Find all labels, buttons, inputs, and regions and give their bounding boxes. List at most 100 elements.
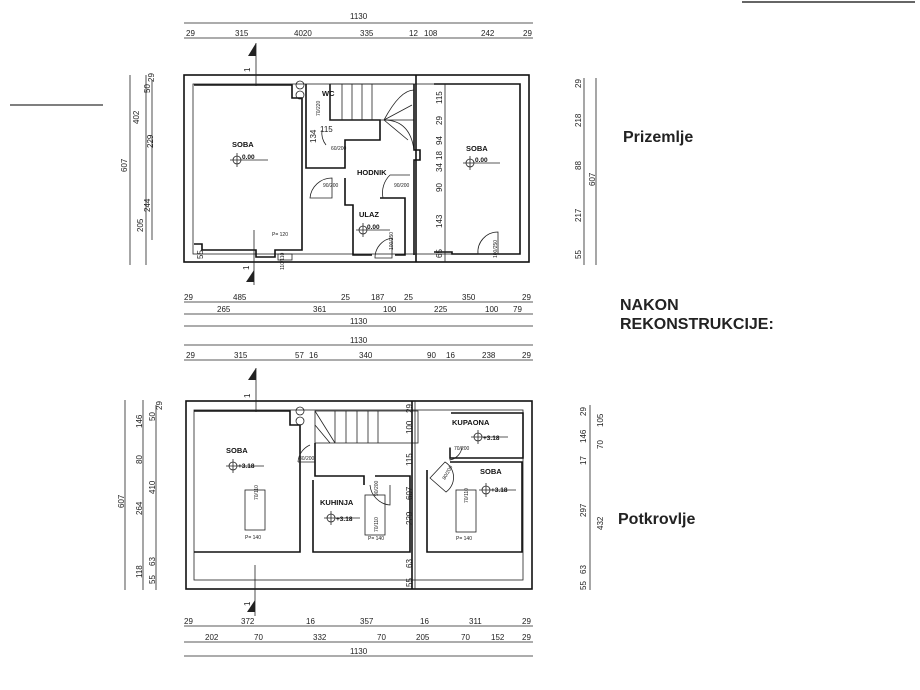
dim: 16 [446,351,455,360]
dim: 229 [405,511,414,525]
door-label: 70/110 [254,485,260,500]
level-marker-icon [356,223,390,237]
level-label: 0.00 [242,154,255,161]
parapet-label: P= 120 [272,232,288,238]
dim: 152 [491,633,505,642]
dim: 1130 [350,317,368,326]
dim: 29 [186,351,195,360]
door-label: 70/110 [464,488,470,503]
dim: 94 [435,136,444,145]
dim: 50 [143,84,152,93]
ground-floor-plan [129,22,597,327]
dim: 607 [588,172,597,186]
level-label: 0.00 [475,157,488,164]
door-label: 70/200 [454,446,470,452]
room-label: KUHINJA [320,498,354,507]
roof-window-icon [455,489,477,533]
chimney-icon [295,90,305,100]
dim: 90 [435,183,444,192]
door-label: 100/250 [493,240,499,258]
dim: 402 [132,110,141,124]
dim: 16 [309,351,318,360]
dim: 29 [184,293,193,302]
dim: 146 [135,414,144,428]
level-marker-icon [230,153,268,167]
section-arrow-icon [248,43,256,56]
dim: 238 [482,351,496,360]
chimney-icon [295,416,305,426]
dim: 242 [481,29,495,38]
dim: 335 [360,29,374,38]
dim: 34 [435,163,444,172]
door-label: 90/200 [374,480,380,496]
dim: 350 [462,293,476,302]
dim: 80 [135,455,144,464]
room-label: SOBA [226,446,248,455]
dim: 29 [574,79,583,88]
section-arrow-icon [247,600,255,612]
dim: 63 [148,557,157,566]
dim: 607 [120,158,129,172]
dim: 607 [405,486,414,500]
door-label: 90/200 [394,183,410,189]
dim: 311 [469,617,482,626]
dim: 70 [461,633,470,642]
room-label: SOBA [466,144,488,153]
dim: 63 [405,559,414,568]
section-arrow-icon [248,368,256,380]
dim: 29 [522,351,531,360]
dim: 88 [574,161,583,170]
dim: 108 [424,29,438,38]
dim: 217 [574,208,583,222]
dim: 244 [143,198,152,212]
parapet-label: P= 140 [245,535,261,541]
parapet-label: P= 140 [456,536,472,542]
dim: 70 [377,633,386,642]
dim: 134 [309,129,318,143]
attic-floor-title: Potkrovlje [618,511,696,528]
dim: 29 [522,293,531,302]
section-arrow-icon [246,270,254,282]
dim: 63 [579,565,588,574]
door-label: 115 [320,125,333,134]
dim: 485 [233,293,247,302]
chimney-icon [295,80,305,90]
room-label: SOBA [480,467,502,476]
dim: 29 [155,401,164,410]
room-label: ULAZ [359,210,379,219]
chimney-icon [295,406,305,416]
attic-floor-plan [124,344,591,657]
dim: 29 [184,617,193,626]
dim: 118 [135,565,144,578]
dim: 607 [117,494,126,508]
dim: 25 [404,293,413,302]
door-label: 70/110 [374,517,380,532]
section-label: 1 [243,67,252,72]
dim: 218 [574,113,583,127]
dim: 55 [574,250,583,259]
section-label: 1 [243,393,252,398]
dim: 29 [186,29,195,38]
level-marker-icon [479,483,516,497]
dimension-lines [124,344,591,657]
dim: 55 [148,575,157,584]
dim: 50 [148,412,157,421]
outer-wall [185,400,533,590]
after-reconstruction-title: NAKON [620,297,679,314]
level-marker-icon [324,511,360,525]
dim: 16 [306,617,315,626]
roof-window-icon [244,489,266,531]
level-marker-icon [471,430,508,444]
dim: 29 [405,404,414,413]
dim: 432 [596,516,605,530]
section-label: 1 [243,601,252,606]
section-label: 1 [242,265,251,270]
room-label: KUPAONA [452,418,490,427]
dim: 57 [295,351,304,360]
dim: 70 [596,440,605,449]
dim: 225 [434,305,448,314]
dim: 315 [235,29,249,38]
dim: 12 [409,29,418,38]
ground-floor-title: Prizemlje [623,129,694,146]
